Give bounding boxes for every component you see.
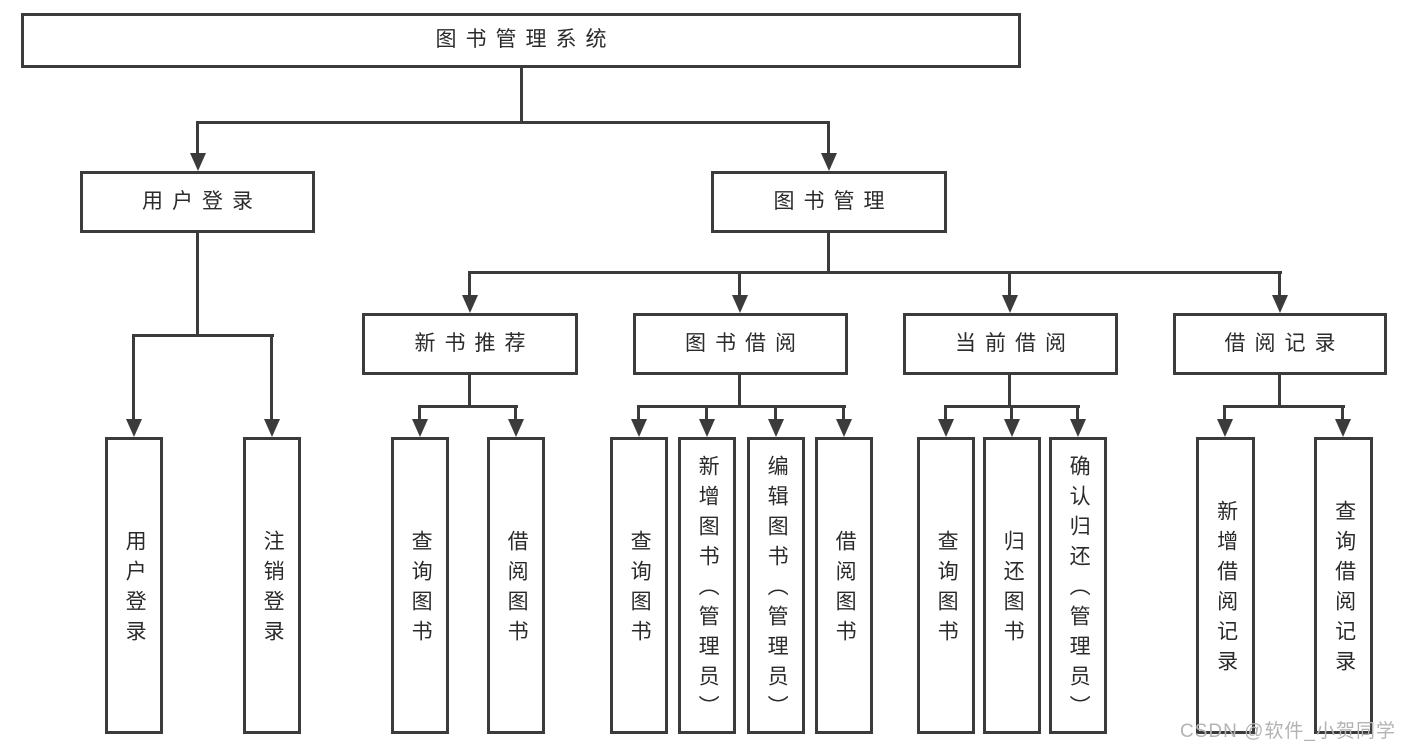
connector-line [738, 375, 741, 408]
leaf-borrow-books: 借阅图书 [815, 437, 873, 734]
connector-line [418, 405, 518, 408]
watermark: CSDN @软件_小贺同学 [1180, 721, 1396, 742]
arrow-down-icon [631, 419, 647, 437]
connector-line [1008, 375, 1011, 408]
arrow-down-icon [508, 419, 524, 437]
leaf-query-books-current: 查询图书 [917, 437, 975, 734]
node-book-management: 图书管理 [711, 171, 947, 233]
arrow-down-icon [836, 419, 852, 437]
connector-line [944, 405, 947, 419]
leaf-add-book-admin: 新增图书（管理员） [678, 437, 736, 734]
connector-line [1223, 405, 1226, 419]
leaf-query-books-recommend: 查询图书 [391, 437, 449, 734]
node-new-book-recommend: 新书推荐 [362, 313, 578, 375]
arrow-down-icon [821, 153, 837, 171]
arrow-down-icon [1335, 419, 1351, 437]
connector-line [774, 405, 777, 419]
leaf-borrow-books-recommend: 借阅图书 [487, 437, 545, 734]
arrow-down-icon [768, 419, 784, 437]
arrow-down-icon [938, 419, 954, 437]
arrow-down-icon [1217, 419, 1233, 437]
connector-line [738, 271, 741, 295]
connector-line [1076, 405, 1079, 419]
arrow-down-icon [1002, 295, 1018, 313]
connector-line [1278, 271, 1281, 295]
leaf-query-borrow-record: 查询借阅记录 [1314, 437, 1373, 734]
connector-line [1341, 405, 1344, 419]
arrow-down-icon [462, 295, 478, 313]
leaf-return-book: 归还图书 [983, 437, 1041, 734]
arrow-down-icon [190, 153, 206, 171]
connector-line [827, 233, 830, 274]
connector-line [468, 271, 1282, 274]
arrow-down-icon [1004, 419, 1020, 437]
connector-line [196, 121, 830, 124]
connector-line [132, 334, 135, 419]
connector-line [705, 405, 708, 419]
connector-line [418, 405, 421, 419]
arrow-down-icon [1070, 419, 1086, 437]
node-user-login: 用户登录 [80, 171, 315, 233]
arrow-down-icon [412, 419, 428, 437]
arrow-down-icon [126, 419, 142, 437]
connector-line [1008, 271, 1011, 295]
connector-line [1010, 405, 1013, 419]
leaf-confirm-return-admin: 确认归还（管理员） [1049, 437, 1107, 734]
leaf-edit-book-admin: 编辑图书（管理员） [747, 437, 805, 734]
leaf-logout-login: 注销登录 [243, 437, 301, 734]
connector-line [1223, 405, 1345, 408]
connector-line [520, 68, 523, 122]
connector-line [842, 405, 845, 419]
leaf-query-books-borrow: 查询图书 [610, 437, 668, 734]
leaf-user-login: 用户登录 [105, 437, 163, 734]
connector-line [827, 121, 830, 153]
node-book-borrow: 图书借阅 [633, 313, 848, 375]
arrow-down-icon [264, 419, 280, 437]
connector-line [514, 405, 517, 419]
connector-line [637, 405, 640, 419]
leaf-add-borrow-record: 新增借阅记录 [1196, 437, 1255, 734]
node-current-borrow: 当前借阅 [903, 313, 1118, 375]
node-library-system: 图书管理系统 [21, 13, 1021, 68]
arrow-down-icon [699, 419, 715, 437]
connector-line [1278, 375, 1281, 408]
connector-line [132, 334, 274, 337]
arrow-down-icon [1272, 295, 1288, 313]
connector-line [468, 271, 471, 295]
node-borrow-records: 借阅记录 [1173, 313, 1387, 375]
connector-line [196, 233, 199, 337]
connector-line [468, 375, 471, 408]
connector-line [637, 405, 846, 408]
arrow-down-icon [732, 295, 748, 313]
connector-line [196, 121, 199, 153]
connector-line [270, 334, 273, 419]
